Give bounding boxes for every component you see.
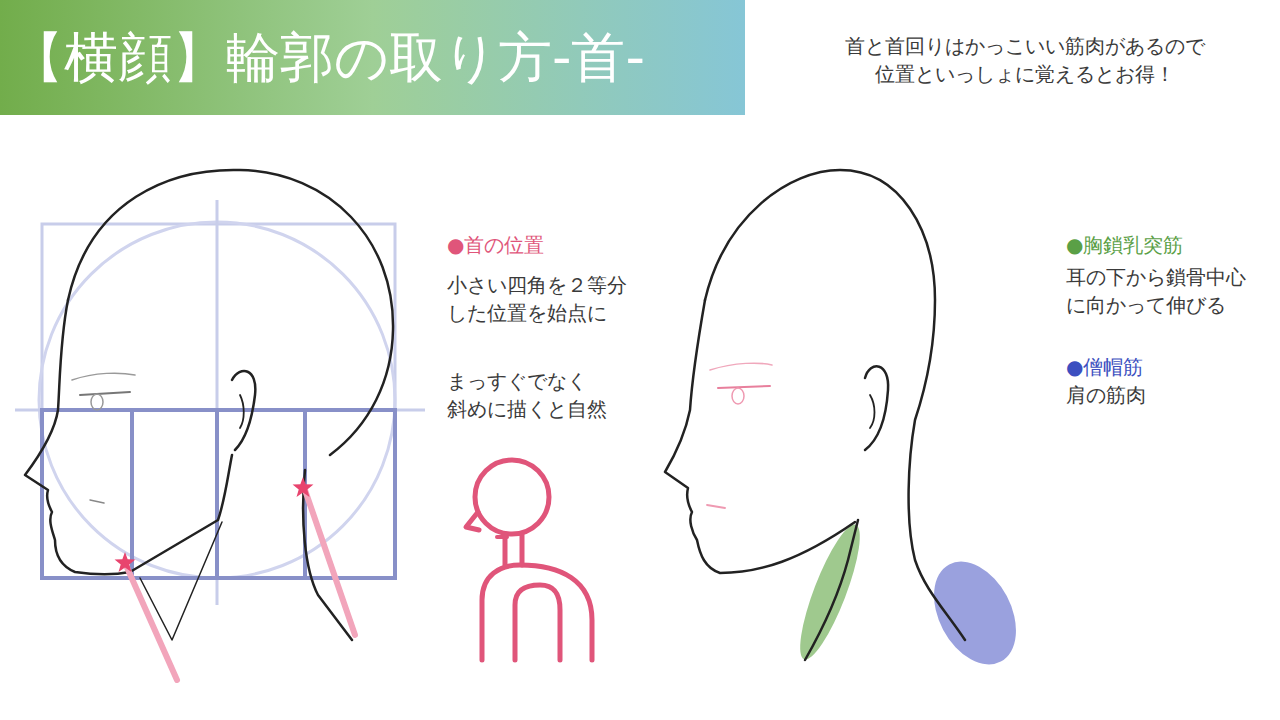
- eye: [732, 388, 744, 404]
- ear-inner: [870, 395, 875, 428]
- neck-guide-line: [125, 563, 177, 680]
- figure-head: [475, 460, 549, 534]
- eye-lash: [718, 386, 770, 388]
- skull-outline: [705, 170, 965, 640]
- right-head: [665, 170, 965, 660]
- skull-outline: [68, 170, 393, 455]
- ear-inner: [240, 395, 244, 428]
- square-divider: [130, 410, 134, 578]
- section-heading: ●首の位置: [447, 231, 544, 259]
- title-banner: 【横顔】輪郭の取り方-首-: [0, 0, 745, 115]
- neck-front-line: [805, 520, 858, 660]
- sternocleidomastoid-mark: [789, 519, 870, 665]
- start-star: [293, 477, 314, 497]
- section-heading: ●胸鎖乳突筋: [1066, 231, 1183, 259]
- guide-grid: [15, 200, 425, 605]
- neck-guides: [115, 477, 355, 680]
- figure-neck: [505, 534, 522, 565]
- guide-vertical: [216, 200, 219, 605]
- section-heading: ●僧帽筋: [1066, 353, 1143, 381]
- ear: [232, 371, 255, 450]
- body-text: 小さい四角を２等分 した位置を始点に: [447, 271, 657, 327]
- body-text: 耳の下から鎖骨中心 に向かって伸びる: [1066, 263, 1271, 319]
- title: 【横顔】輪郭の取り方-首-: [0, 0, 645, 115]
- eye: [91, 394, 103, 410]
- brow: [710, 363, 772, 370]
- ear: [865, 366, 888, 450]
- figure-arm: [515, 585, 560, 660]
- mouth: [90, 500, 104, 503]
- body-text: 肩の筋肉: [1066, 381, 1271, 409]
- brow: [72, 373, 135, 380]
- figure-nose: [466, 512, 479, 530]
- face-profile: [25, 300, 232, 574]
- face-profile: [665, 300, 855, 573]
- eye-lash: [80, 392, 130, 395]
- small-squares: [42, 410, 395, 578]
- body-text: まっすぐでなく 斜めに描くと自然: [447, 367, 657, 423]
- left-head: [25, 170, 393, 640]
- trapezius-mark: [917, 548, 1032, 679]
- square-divider: [215, 410, 219, 578]
- figure-body: [482, 565, 592, 660]
- stick-figure: [466, 460, 592, 660]
- start-star: [115, 552, 136, 572]
- mouth: [707, 505, 725, 508]
- note: 首と首回りはかっこいい筋肉があるので 位置といっしょに覚えるとお得！: [820, 32, 1230, 88]
- neck-guide-line: [305, 490, 355, 635]
